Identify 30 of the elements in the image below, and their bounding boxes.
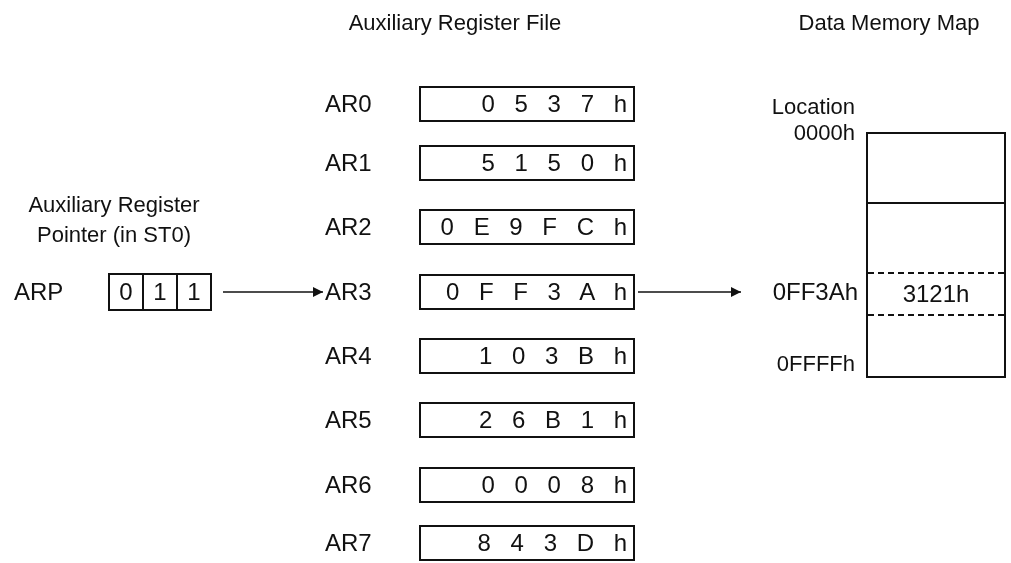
register-name: AR3 xyxy=(325,278,372,306)
register-value: 8 4 3 D h xyxy=(419,525,635,561)
arrow xyxy=(637,286,742,298)
register-name: AR2 xyxy=(325,213,372,241)
register-name: AR7 xyxy=(325,529,372,557)
arrow xyxy=(222,286,324,298)
heading-label: Data Memory Map xyxy=(797,10,981,36)
register-value: 1 0 3 B h xyxy=(419,338,635,374)
register-name: AR1 xyxy=(325,149,372,177)
register-value: 0 E 9 F C h xyxy=(419,209,635,245)
heading-label: Location 0000h xyxy=(770,94,855,146)
register-name: AR6 xyxy=(325,471,372,499)
heading-label: Auxiliary Register File xyxy=(347,10,563,36)
heading-label: 0FFFFh xyxy=(775,351,855,377)
bit-cell: 1 xyxy=(176,273,212,311)
register-name: AR4 xyxy=(325,342,372,370)
memory-map-box xyxy=(866,132,1006,378)
bit-cell: 1 xyxy=(142,273,178,311)
register-name: AR0 xyxy=(325,90,372,118)
memory-cell: 3121h xyxy=(868,272,1004,316)
address-label: 0FF3Ah xyxy=(743,278,858,306)
register-value: 0 0 0 8 h xyxy=(419,467,635,503)
bit-cell: 0 xyxy=(108,273,144,311)
register-name: ARP xyxy=(14,278,64,306)
pointer-heading: Auxiliary Register Pointer (in ST0) xyxy=(27,191,201,249)
register-value: 5 1 5 0 h xyxy=(419,145,635,181)
register-value: 0 5 3 7 h xyxy=(419,86,635,122)
register-value: 2 6 B 1 h xyxy=(419,402,635,438)
register-name: AR5 xyxy=(325,406,372,434)
register-value: 0 F F 3 A h xyxy=(419,274,635,310)
